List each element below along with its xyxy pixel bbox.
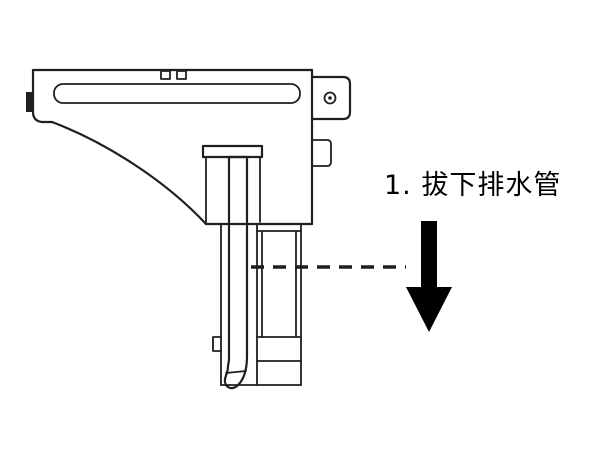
top-notch-right: [176, 70, 187, 80]
down-arrow-icon: [406, 221, 452, 332]
mounting-bracket: [310, 75, 352, 167]
drain-pipe-body: [223, 155, 249, 390]
channel-foot-tab: [212, 336, 222, 352]
collar-path: [201, 144, 264, 159]
screw-hole: [323, 91, 337, 105]
pipe-channel: [212, 223, 302, 386]
step-label: 1. 拔下排水管: [384, 170, 562, 201]
tray-inner-outline: [53, 83, 301, 104]
housing: [50, 120, 314, 226]
side-notch-path: [311, 139, 332, 167]
top-panel: [26, 68, 314, 226]
housing-curve-path: [50, 120, 208, 226]
drain-pipe: [223, 155, 249, 390]
edge-mark: [26, 92, 33, 112]
panel-outline-path: [31, 68, 314, 124]
top-notch-left: [160, 70, 171, 80]
screw-hole-center: [328, 96, 332, 100]
pipe-tip-seam: [225, 370, 247, 374]
bracket-outline-path: [310, 75, 352, 121]
